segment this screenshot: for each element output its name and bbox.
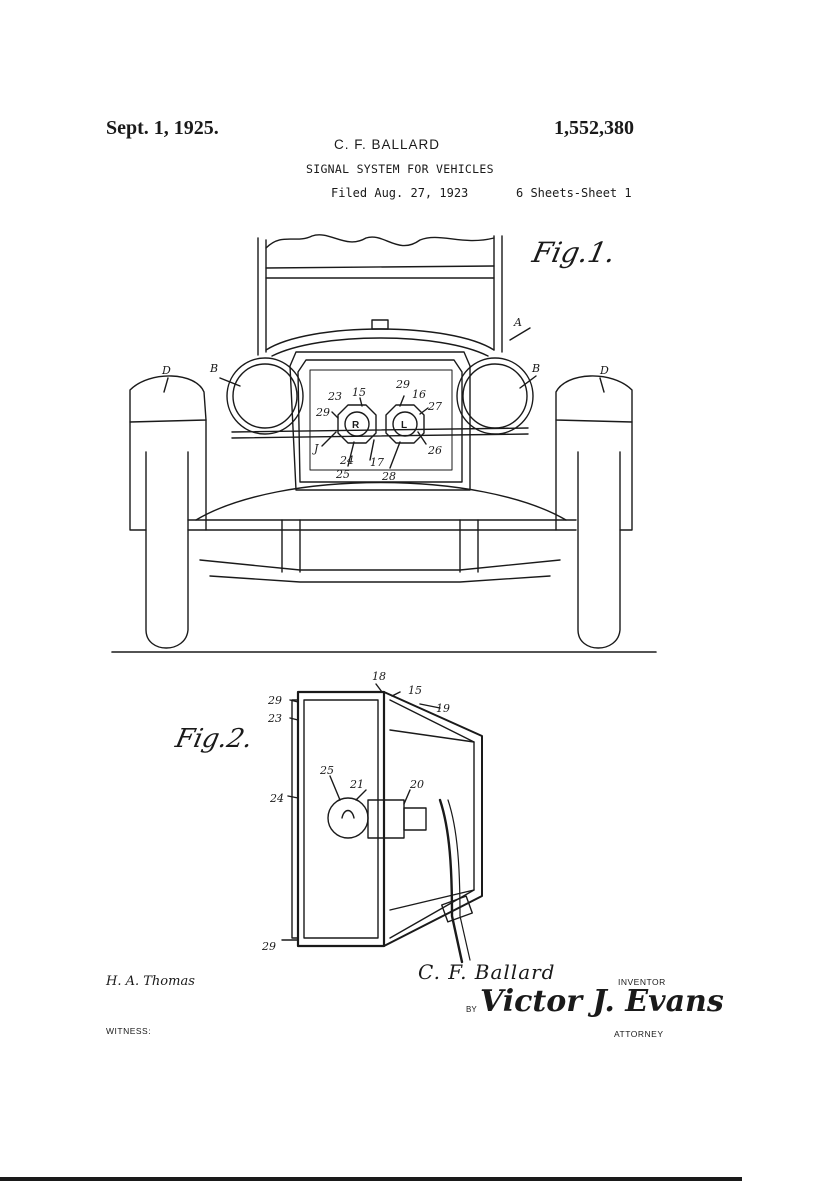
ref-16: 16 [412,388,426,401]
ref-24-fig1: 24 [339,454,354,467]
inventor-name: C. F. BALLARD [334,137,441,152]
attorney-signature: Victor J. Evans [480,984,724,1019]
ref-25-fig1: 25 [335,468,350,481]
patent-title: SIGNAL SYSTEM FOR VEHICLES [306,162,494,176]
ref-15-fig2: 15 [408,684,422,697]
lamp-letter-left-turn: L [401,420,407,431]
patent-date: Sept. 1, 1925. [106,117,219,139]
ref-A: A [513,316,522,329]
witness-caption: WITNESS: [106,1026,152,1036]
ref-24-fig2: 24 [269,792,284,805]
ref-29-top: 29 [395,378,410,391]
fig2-drawing [291,690,483,964]
ref-25-fig2: 25 [319,764,334,777]
ref-B-right: B [531,362,540,375]
ref-D-right: D [599,364,609,377]
filing-date: Filed Aug. 27, 1923 [331,186,469,200]
bottom-rule [0,1177,742,1181]
ref-21: 21 [349,778,364,791]
ref-D-left: D [161,364,171,377]
ref-20: 20 [409,778,424,791]
ref-J: J [312,442,319,455]
ref-15-fig1: 15 [352,386,366,399]
ref-17: 17 [370,456,384,469]
ref-28: 28 [381,470,396,483]
ref-27: 27 [427,400,442,413]
sheet-count: 6 Sheets-Sheet 1 [516,186,632,200]
ref-26: 26 [427,444,442,457]
lamp-letter-right-turn: R [352,420,360,431]
witness-signature: H. A. Thomas [106,974,195,989]
ref-B-left: B [209,362,218,375]
ref-19: 19 [436,702,450,715]
inventor-signature: C. F. Ballard [418,960,556,984]
inventor-caption: INVENTOR [618,977,666,987]
patent-number: 1,552,380 [554,117,634,139]
ref-29-bottom: 29 [261,940,276,953]
fig1-drawing [111,234,657,653]
attorney-caption: ATTORNEY [614,1029,664,1039]
ref-23-fig1: 23 [327,390,342,403]
ref-29-top-fig2: 29 [267,694,282,707]
ref-29-left: 29 [315,406,330,419]
by-label: BY [466,1005,477,1014]
ref-23-fig2: 23 [267,712,282,725]
ref-18: 18 [372,670,386,683]
